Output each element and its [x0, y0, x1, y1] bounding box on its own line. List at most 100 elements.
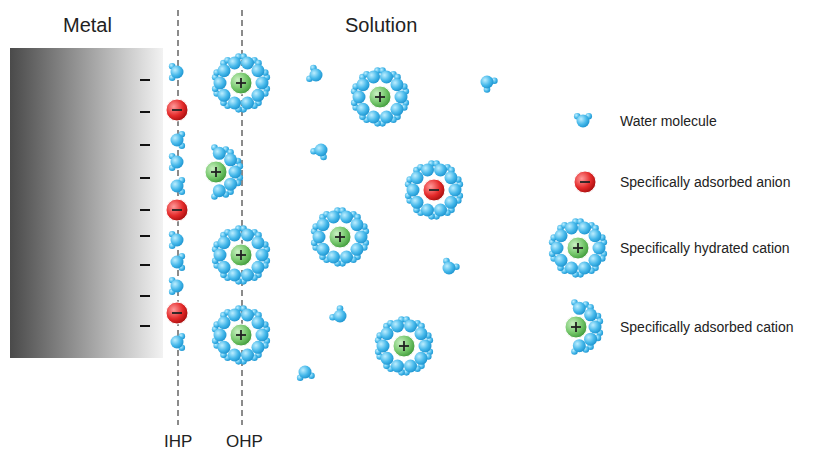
surface-charge — [140, 209, 150, 211]
water-molecule — [251, 89, 264, 102]
surface-charge — [140, 264, 150, 266]
water-molecule — [241, 229, 254, 242]
charge-sign — [577, 243, 579, 253]
metal-label: Metal — [63, 14, 112, 37]
charge-sign — [339, 232, 341, 242]
water-molecule — [411, 196, 424, 209]
charge-sign — [172, 209, 182, 211]
water-molecule — [218, 316, 231, 329]
metal-electrode — [10, 48, 163, 358]
water-molecule — [419, 340, 432, 353]
legend-text: Specifically adsorbed cation — [620, 319, 794, 335]
water-molecule — [589, 321, 602, 334]
charge-sign — [215, 167, 217, 177]
water-molecule — [213, 184, 226, 197]
water-molecule — [381, 327, 394, 340]
water-molecule — [421, 203, 434, 216]
water-molecule — [414, 352, 427, 365]
water-molecule — [171, 280, 184, 293]
water-molecule — [444, 196, 457, 209]
surface-charge — [140, 325, 150, 327]
water-molecule — [588, 229, 601, 242]
cation — [329, 226, 351, 248]
cation — [393, 335, 415, 357]
ions-group — [140, 53, 607, 381]
water-molecule — [214, 77, 227, 90]
water-molecule — [327, 250, 340, 263]
water-molecule — [334, 310, 347, 323]
water-molecule — [241, 348, 254, 361]
anion — [423, 179, 445, 201]
water-molecule — [565, 261, 578, 274]
water-molecule — [404, 320, 417, 333]
water-molecule — [390, 103, 403, 116]
water-molecule — [256, 77, 269, 90]
water-molecule — [224, 153, 237, 166]
water-molecule — [444, 171, 457, 184]
water-molecule — [577, 115, 590, 128]
water-molecule — [414, 327, 427, 340]
water-molecule — [213, 147, 226, 160]
water-molecule — [171, 336, 184, 349]
water-molecule — [228, 96, 241, 109]
water-molecule — [588, 254, 601, 267]
water-molecule — [228, 268, 241, 281]
water-molecule — [171, 180, 184, 193]
water-molecule — [367, 110, 380, 123]
surface-charge — [140, 144, 150, 146]
water-molecule — [256, 249, 269, 262]
water-molecule — [327, 211, 340, 224]
water-molecule — [218, 341, 231, 354]
surface-charge — [140, 295, 150, 297]
water-molecule — [315, 144, 328, 157]
charge-sign — [403, 341, 405, 351]
water-molecule — [218, 236, 231, 249]
water-molecule — [214, 249, 227, 262]
water-molecule — [251, 236, 264, 249]
water-molecule — [584, 333, 597, 346]
water-molecule — [390, 78, 403, 91]
water-molecule — [317, 218, 330, 231]
charge-sign — [429, 189, 439, 191]
cation — [567, 237, 589, 259]
water-molecule — [171, 134, 184, 147]
charge-sign — [379, 92, 381, 102]
water-molecule — [434, 164, 447, 177]
water-molecule — [218, 261, 231, 274]
water-molecule — [228, 309, 241, 322]
water-molecule — [551, 242, 564, 255]
cation — [230, 72, 252, 94]
water-molecule — [578, 222, 591, 235]
water-molecule — [171, 66, 184, 79]
water-molecule — [573, 339, 586, 352]
water-molecule — [443, 262, 456, 275]
water-molecule — [377, 340, 390, 353]
water-molecule — [395, 91, 408, 104]
water-molecule — [317, 243, 330, 256]
water-molecule — [313, 231, 326, 244]
water-molecule — [251, 316, 264, 329]
ohp-label: OHP — [226, 432, 263, 452]
water-molecule — [407, 184, 420, 197]
water-molecule — [355, 231, 368, 244]
water-molecule — [404, 359, 417, 372]
water-molecule — [299, 366, 312, 379]
water-molecule — [228, 57, 241, 70]
water-molecule — [218, 64, 231, 77]
charge-sign — [580, 181, 590, 183]
water-molecule — [228, 229, 241, 242]
charge-sign — [172, 312, 182, 314]
water-molecule — [555, 229, 568, 242]
water-molecule — [593, 242, 606, 255]
cation — [369, 86, 391, 108]
water-molecule — [224, 178, 237, 191]
water-molecule — [353, 91, 366, 104]
water-molecule — [251, 261, 264, 274]
water-molecule — [218, 89, 231, 102]
surface-charge — [140, 177, 150, 179]
water-molecule — [350, 243, 363, 256]
cation — [205, 161, 227, 183]
cation — [565, 316, 587, 338]
